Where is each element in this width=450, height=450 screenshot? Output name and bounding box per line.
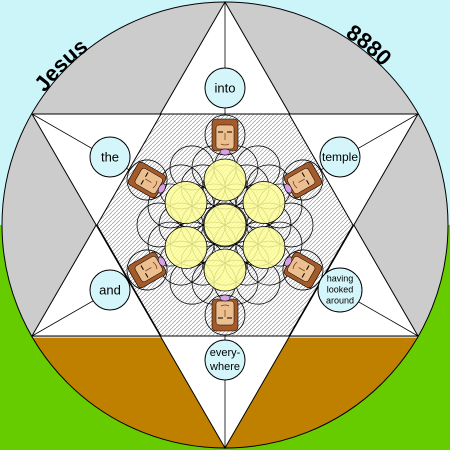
bubble-upper-right: temple	[319, 136, 361, 178]
bubble-bottom: every- where	[204, 339, 246, 381]
bubble-upper-right-label: temple	[322, 150, 358, 164]
face	[126, 249, 168, 291]
face	[204, 114, 246, 156]
yellow-circle	[203, 158, 247, 202]
face	[126, 159, 168, 201]
bubble-lower-right-line1: having	[327, 273, 354, 283]
bubble-lower-right: having looked around	[317, 267, 363, 313]
bubble-bottom-line1: every-	[210, 347, 241, 359]
bubble-upper-left-label: the	[101, 149, 119, 164]
face	[282, 249, 324, 291]
bubble-lower-left: and	[89, 269, 131, 311]
bubble-top-label: into	[215, 80, 236, 95]
bubble-bottom-line2: where	[209, 361, 240, 373]
lattice-circle	[268, 202, 314, 248]
yellow-circle	[203, 248, 247, 292]
bubble-lower-right-line3: around	[326, 295, 354, 305]
yellow-circle	[242, 181, 286, 224]
yellow-circle	[164, 181, 208, 224]
bubble-lower-right-line2: looked	[327, 284, 354, 294]
face	[204, 294, 246, 336]
yellow-circle	[164, 226, 208, 269]
bubble-top: into	[204, 67, 246, 109]
faces-ring	[126, 114, 324, 336]
bubble-lower-left-label: and	[99, 282, 121, 297]
yellow-circle	[242, 226, 286, 269]
face	[282, 159, 324, 201]
bubble-upper-left: the	[89, 136, 131, 178]
yellow-circles	[164, 158, 286, 292]
yellow-circle	[203, 203, 247, 247]
